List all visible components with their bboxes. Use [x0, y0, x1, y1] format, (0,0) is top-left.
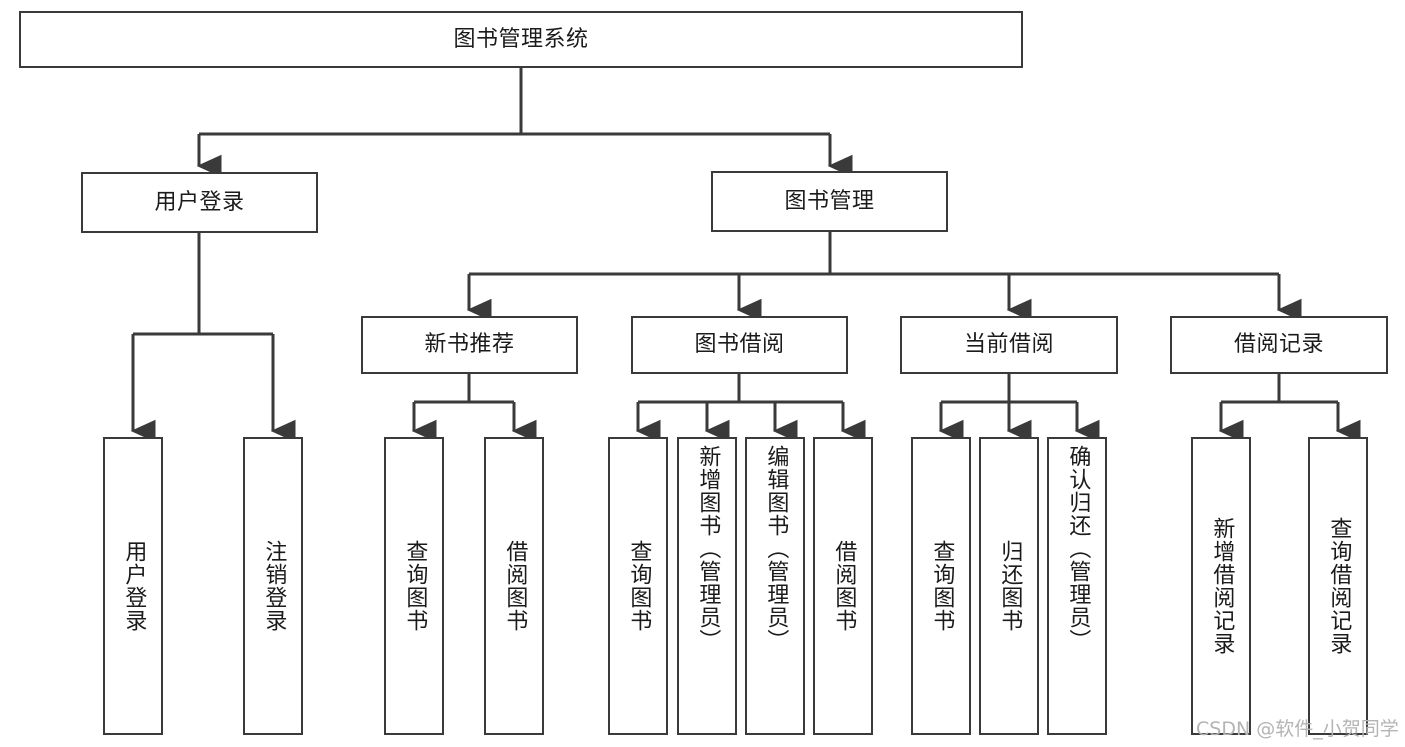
node-leaf-query-record[interactable]: 查询借阅记录 [1308, 437, 1368, 735]
node-leaf-query-book-1[interactable]: 查询图书 [384, 437, 444, 735]
node-leaf-borrow-book-1[interactable]: 借阅图书 [484, 437, 544, 735]
node-leaf-add-book-label: 新增图书（管理员） [695, 445, 721, 652]
node-book-manage[interactable]: 图书管理 [711, 171, 948, 232]
node-book-borrow-label: 图书借阅 [694, 332, 785, 357]
node-leaf-return-book[interactable]: 归还图书 [979, 437, 1039, 735]
node-new-book-recommend-label: 新书推荐 [424, 332, 515, 357]
node-leaf-query-book-2-label: 查询图书 [626, 540, 652, 632]
node-leaf-borrow-book-2[interactable]: 借阅图书 [813, 437, 873, 735]
node-leaf-logout-login-label: 注销登录 [261, 540, 287, 632]
node-leaf-logout-login[interactable]: 注销登录 [243, 437, 303, 735]
node-current-borrow[interactable]: 当前借阅 [900, 316, 1118, 374]
node-new-book-recommend[interactable]: 新书推荐 [361, 316, 578, 374]
node-leaf-borrow-book-1-label: 借阅图书 [502, 540, 528, 632]
node-book-manage-label: 图书管理 [784, 188, 875, 214]
node-leaf-query-book-3[interactable]: 查询图书 [911, 437, 971, 735]
node-leaf-borrow-book-2-label: 借阅图书 [831, 540, 857, 632]
node-book-borrow[interactable]: 图书借阅 [631, 316, 848, 374]
node-leaf-edit-book[interactable]: 编辑图书（管理员） [745, 437, 805, 735]
node-root[interactable]: 图书管理系统 [19, 11, 1023, 68]
node-leaf-query-book-2[interactable]: 查询图书 [608, 437, 668, 735]
node-user-login-label: 用户登录 [154, 189, 245, 215]
node-current-borrow-label: 当前借阅 [963, 332, 1054, 357]
node-borrow-record-label: 借阅记录 [1233, 332, 1324, 357]
node-leaf-query-book-1-label: 查询图书 [402, 540, 428, 632]
node-root-label: 图书管理系统 [453, 26, 589, 52]
csdn-watermark: CSDN @软件_小贺同学 [1196, 718, 1399, 740]
node-leaf-add-record[interactable]: 新增借阅记录 [1191, 437, 1251, 735]
node-leaf-add-record-label: 新增借阅记录 [1209, 517, 1235, 655]
node-user-login[interactable]: 用户登录 [81, 172, 318, 233]
node-leaf-query-record-label: 查询借阅记录 [1326, 517, 1352, 655]
node-leaf-user-login[interactable]: 用户登录 [103, 437, 163, 735]
node-leaf-query-book-3-label: 查询图书 [929, 540, 955, 632]
node-leaf-edit-book-label: 编辑图书（管理员） [763, 445, 789, 652]
node-leaf-confirm-return[interactable]: 确认归还（管理员） [1047, 437, 1107, 735]
node-leaf-return-book-label: 归还图书 [997, 540, 1023, 632]
node-borrow-record[interactable]: 借阅记录 [1170, 316, 1388, 374]
node-leaf-user-login-label: 用户登录 [121, 540, 147, 632]
node-leaf-add-book[interactable]: 新增图书（管理员） [677, 437, 737, 735]
node-leaf-confirm-return-label: 确认归还（管理员） [1065, 445, 1091, 652]
